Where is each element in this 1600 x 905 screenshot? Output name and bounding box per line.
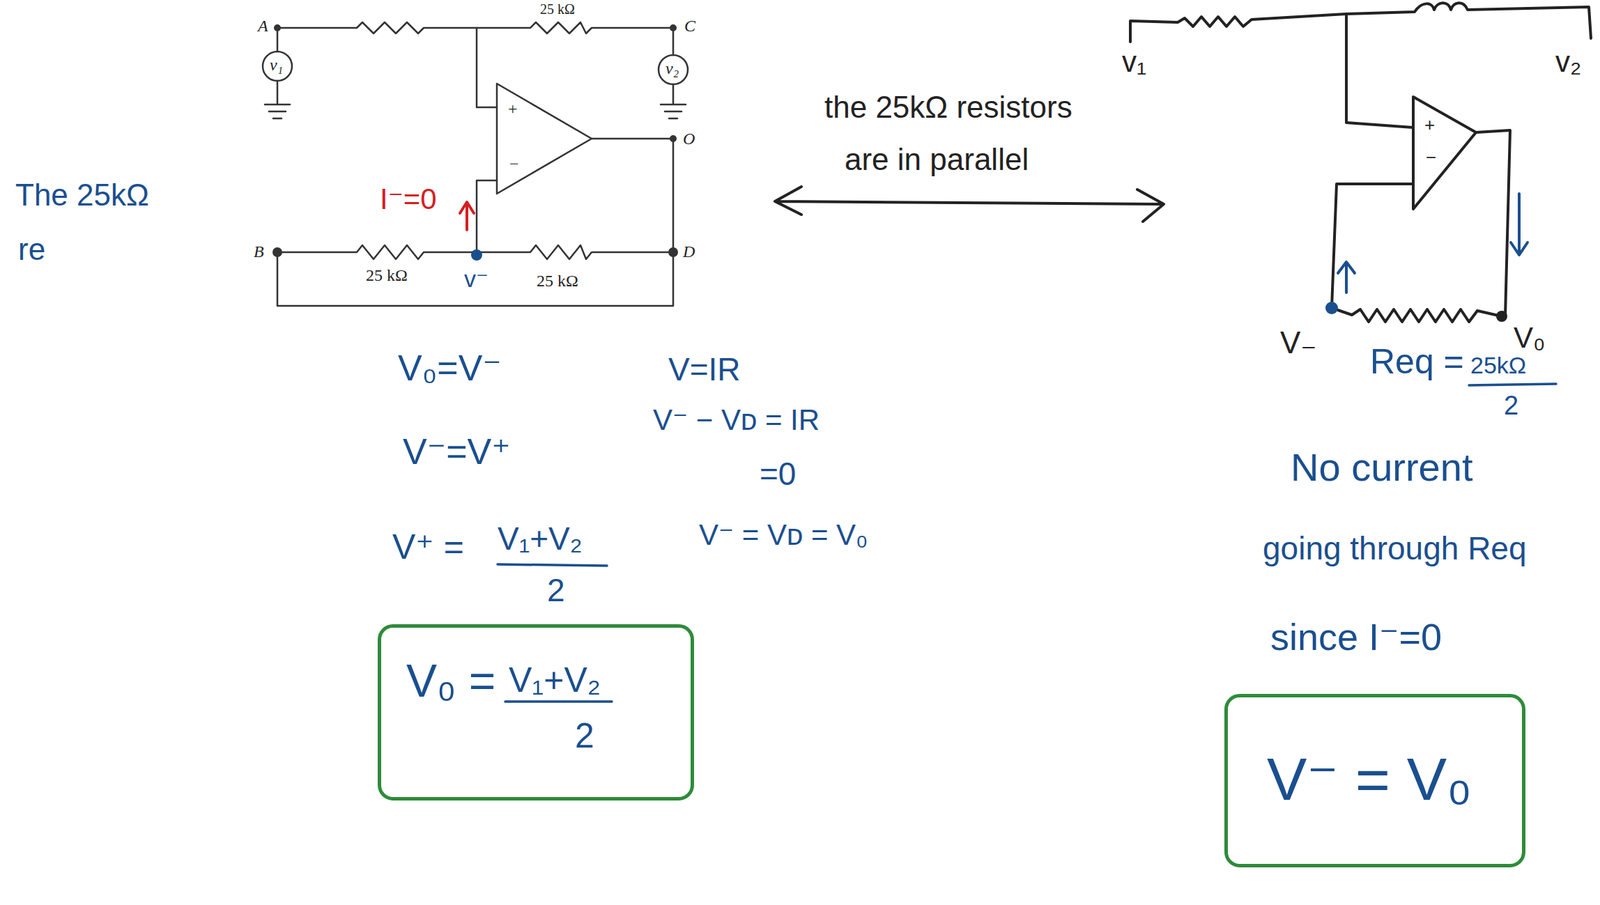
fraction-bar: [505, 700, 612, 704]
node-label: V₀: [1513, 321, 1545, 355]
current-arrow: [459, 202, 474, 230]
source-symbol: [262, 51, 292, 81]
current-arrow: [1510, 193, 1528, 256]
equation: V=IR: [668, 351, 741, 388]
equation: V⁻=V⁺: [402, 432, 511, 472]
sketch-opamp: [1413, 96, 1476, 210]
plus-input-wire: [476, 27, 497, 108]
source-label: v₂: [665, 59, 679, 78]
output-wire: [591, 138, 674, 253]
pin-label: +: [508, 99, 518, 118]
pin-label: −: [509, 154, 520, 173]
fraction-bar: [1468, 383, 1557, 386]
terminal-dot: [669, 135, 677, 143]
terminal-label: O: [682, 129, 695, 148]
fraction-bar: [497, 564, 607, 566]
source-wire: [660, 27, 686, 119]
equation: Req =: [1370, 342, 1465, 382]
handwritten-note: since I⁻=0: [1270, 616, 1442, 658]
node-dot: [1496, 310, 1508, 322]
fraction-numerator: 25kΩ: [1470, 352, 1527, 379]
fraction-numerator: V₁+V₂: [497, 521, 583, 557]
current-arrow: [1337, 262, 1355, 293]
fraction-denominator: 2: [1503, 391, 1519, 421]
sketch-top-wire: [1130, 13, 1347, 42]
terminal-label: D: [682, 242, 695, 261]
result-box: V⁻ = V₀: [1224, 694, 1526, 868]
sketch-top-wire: [1346, 2, 1591, 39]
handwritten-note: No current: [1290, 445, 1473, 490]
terminal-dot: [272, 247, 283, 258]
node-dot: [1325, 301, 1338, 315]
minus-input-wire: [476, 180, 497, 256]
handwritten-note: the 25kΩ resistors: [824, 90, 1073, 125]
terminal-dot: [273, 24, 281, 32]
resistor-value: 25 kΩ: [536, 271, 579, 290]
equation: =0: [759, 456, 796, 492]
source-label: v₁: [269, 55, 283, 74]
top-wire-resistors: [277, 22, 674, 34]
double-arrow: [774, 186, 1164, 222]
terminal-label: A: [257, 16, 269, 35]
sketch-plus-wire: [1346, 13, 1414, 128]
current-note: I⁻=0: [379, 183, 437, 216]
equation: V⁺ =: [392, 528, 465, 567]
resistor-value: 25 kΩ: [540, 1, 575, 17]
terminal-dot: [668, 247, 679, 258]
pin-label: +: [1424, 114, 1435, 136]
equation: V⁻ = V₀: [1266, 746, 1472, 813]
fraction-numerator: V₁+V₂: [508, 661, 601, 700]
equation: V⁻ = Vᴅ = V₀: [698, 519, 869, 552]
handwritten-note: re: [18, 232, 46, 267]
signal-label: v₁: [1121, 45, 1147, 79]
opamp-symbol: [496, 83, 592, 194]
sketch-output-wire: [1475, 130, 1511, 317]
pin-label: −: [1425, 147, 1437, 168]
equation: V₀=V⁻: [397, 348, 502, 389]
source-symbol: [658, 55, 688, 85]
terminal-label: C: [684, 16, 696, 35]
equation: V⁻ − Vᴅ = IR: [652, 404, 820, 437]
fraction-denominator: 2: [574, 717, 595, 756]
fraction-denominator: 2: [547, 572, 566, 609]
node-label: V₋: [1280, 326, 1318, 360]
node-dot: [471, 249, 483, 261]
node-label: v⁻: [464, 266, 489, 292]
resistor-value: 25 kΩ: [365, 266, 408, 285]
result-box: V₀ = V₁+V₂ 2: [377, 624, 695, 801]
sketch-minus-wire: [1331, 183, 1414, 309]
terminal-dot: [669, 24, 677, 32]
handwritten-note: The 25kΩ: [15, 178, 150, 212]
handwritten-note: are in parallel: [844, 142, 1029, 177]
equation: V₀ =: [406, 655, 496, 707]
signal-label: v₂: [1555, 45, 1582, 79]
terminal-label: B: [253, 242, 265, 261]
handwritten-note: going through Req: [1262, 531, 1527, 567]
sketch-feedback-resistor: [1331, 308, 1502, 322]
source-wire: [264, 27, 290, 119]
